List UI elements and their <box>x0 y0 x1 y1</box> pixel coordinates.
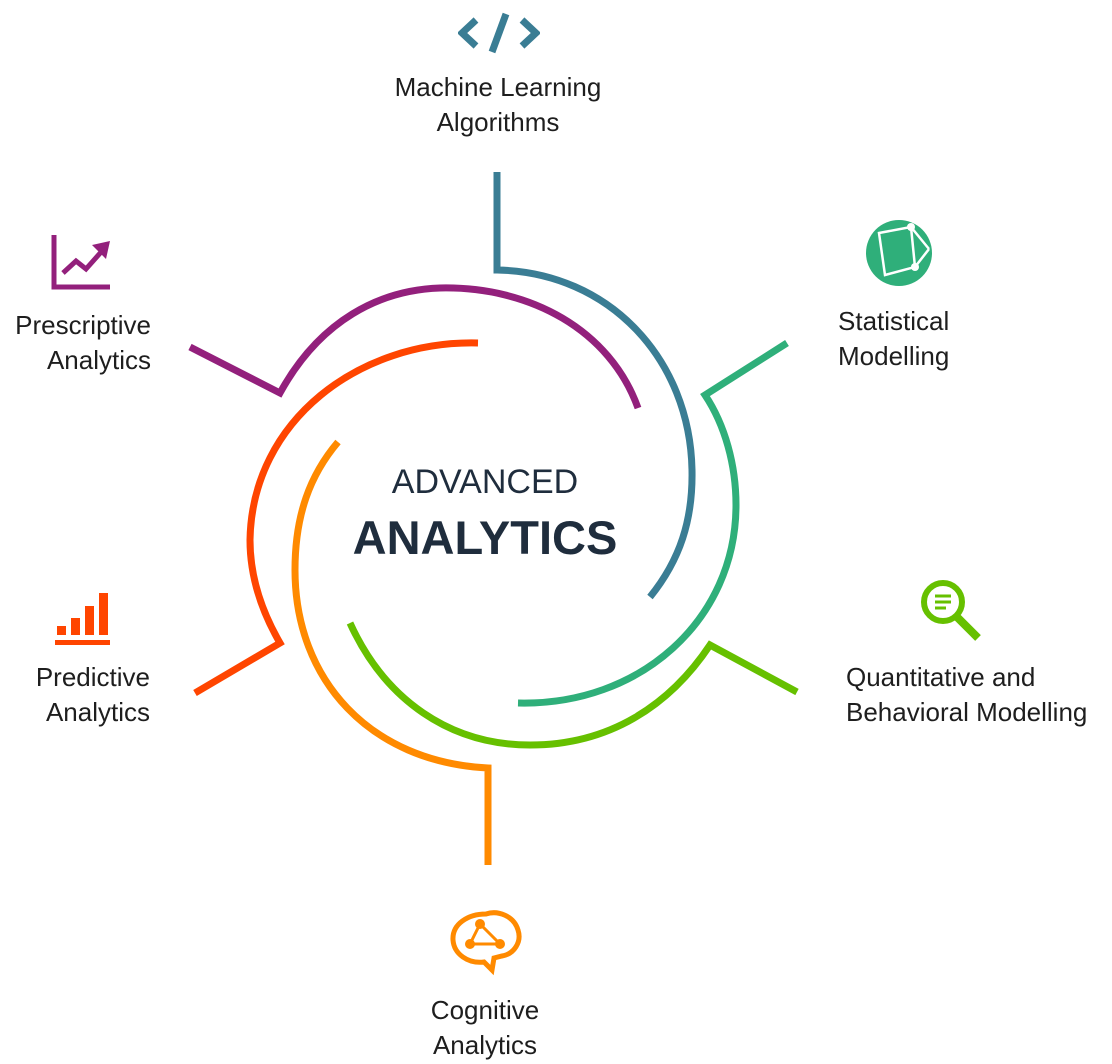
arc-statistical <box>517 340 789 707</box>
arc-quantitative <box>346 621 799 749</box>
center-title-line1: ADVANCED <box>391 463 579 501</box>
trend-up-chart-icon <box>51 235 110 290</box>
arc-prescriptive <box>188 284 642 410</box>
node-prescriptive-label: Prescriptive Analytics <box>0 308 151 378</box>
node-quantitative-label: Quantitative and Behavioral Modelling <box>846 660 1087 730</box>
code-icon <box>458 12 540 54</box>
arc-machine-learning <box>493 172 696 600</box>
label-line: Algorithms <box>436 107 560 137</box>
label-line: Statistical <box>838 306 950 336</box>
node-statistical-label: Statistical Modelling <box>838 304 949 374</box>
globe-network-icon <box>866 220 932 286</box>
label-line: Prescriptive <box>15 310 151 340</box>
label-line: Cognitive <box>430 995 540 1025</box>
label-line: Modelling <box>838 341 950 371</box>
label-line: Quantitative and <box>846 662 1036 692</box>
label-line: Analytics <box>432 1030 538 1060</box>
bar-chart-icon <box>55 593 110 645</box>
center-title-line2: ANALYTICS <box>352 511 618 564</box>
arc-predictive <box>193 339 479 697</box>
node-machine-learning-label: Machine Learning Algorithms <box>384 70 612 140</box>
node-predictive-label: Predictive Analytics <box>20 660 150 730</box>
node-cognitive-label: Cognitive Analytics <box>410 993 560 1063</box>
label-line: Behavioral Modelling <box>846 697 1088 727</box>
brain-icon <box>450 910 522 976</box>
magnifier-document-icon <box>921 580 981 641</box>
arc-cognitive <box>291 439 492 865</box>
label-line: Analytics <box>45 697 150 727</box>
label-line: Machine Learning <box>394 72 602 102</box>
label-line: Predictive <box>35 662 150 692</box>
label-line: Analytics <box>46 345 151 375</box>
